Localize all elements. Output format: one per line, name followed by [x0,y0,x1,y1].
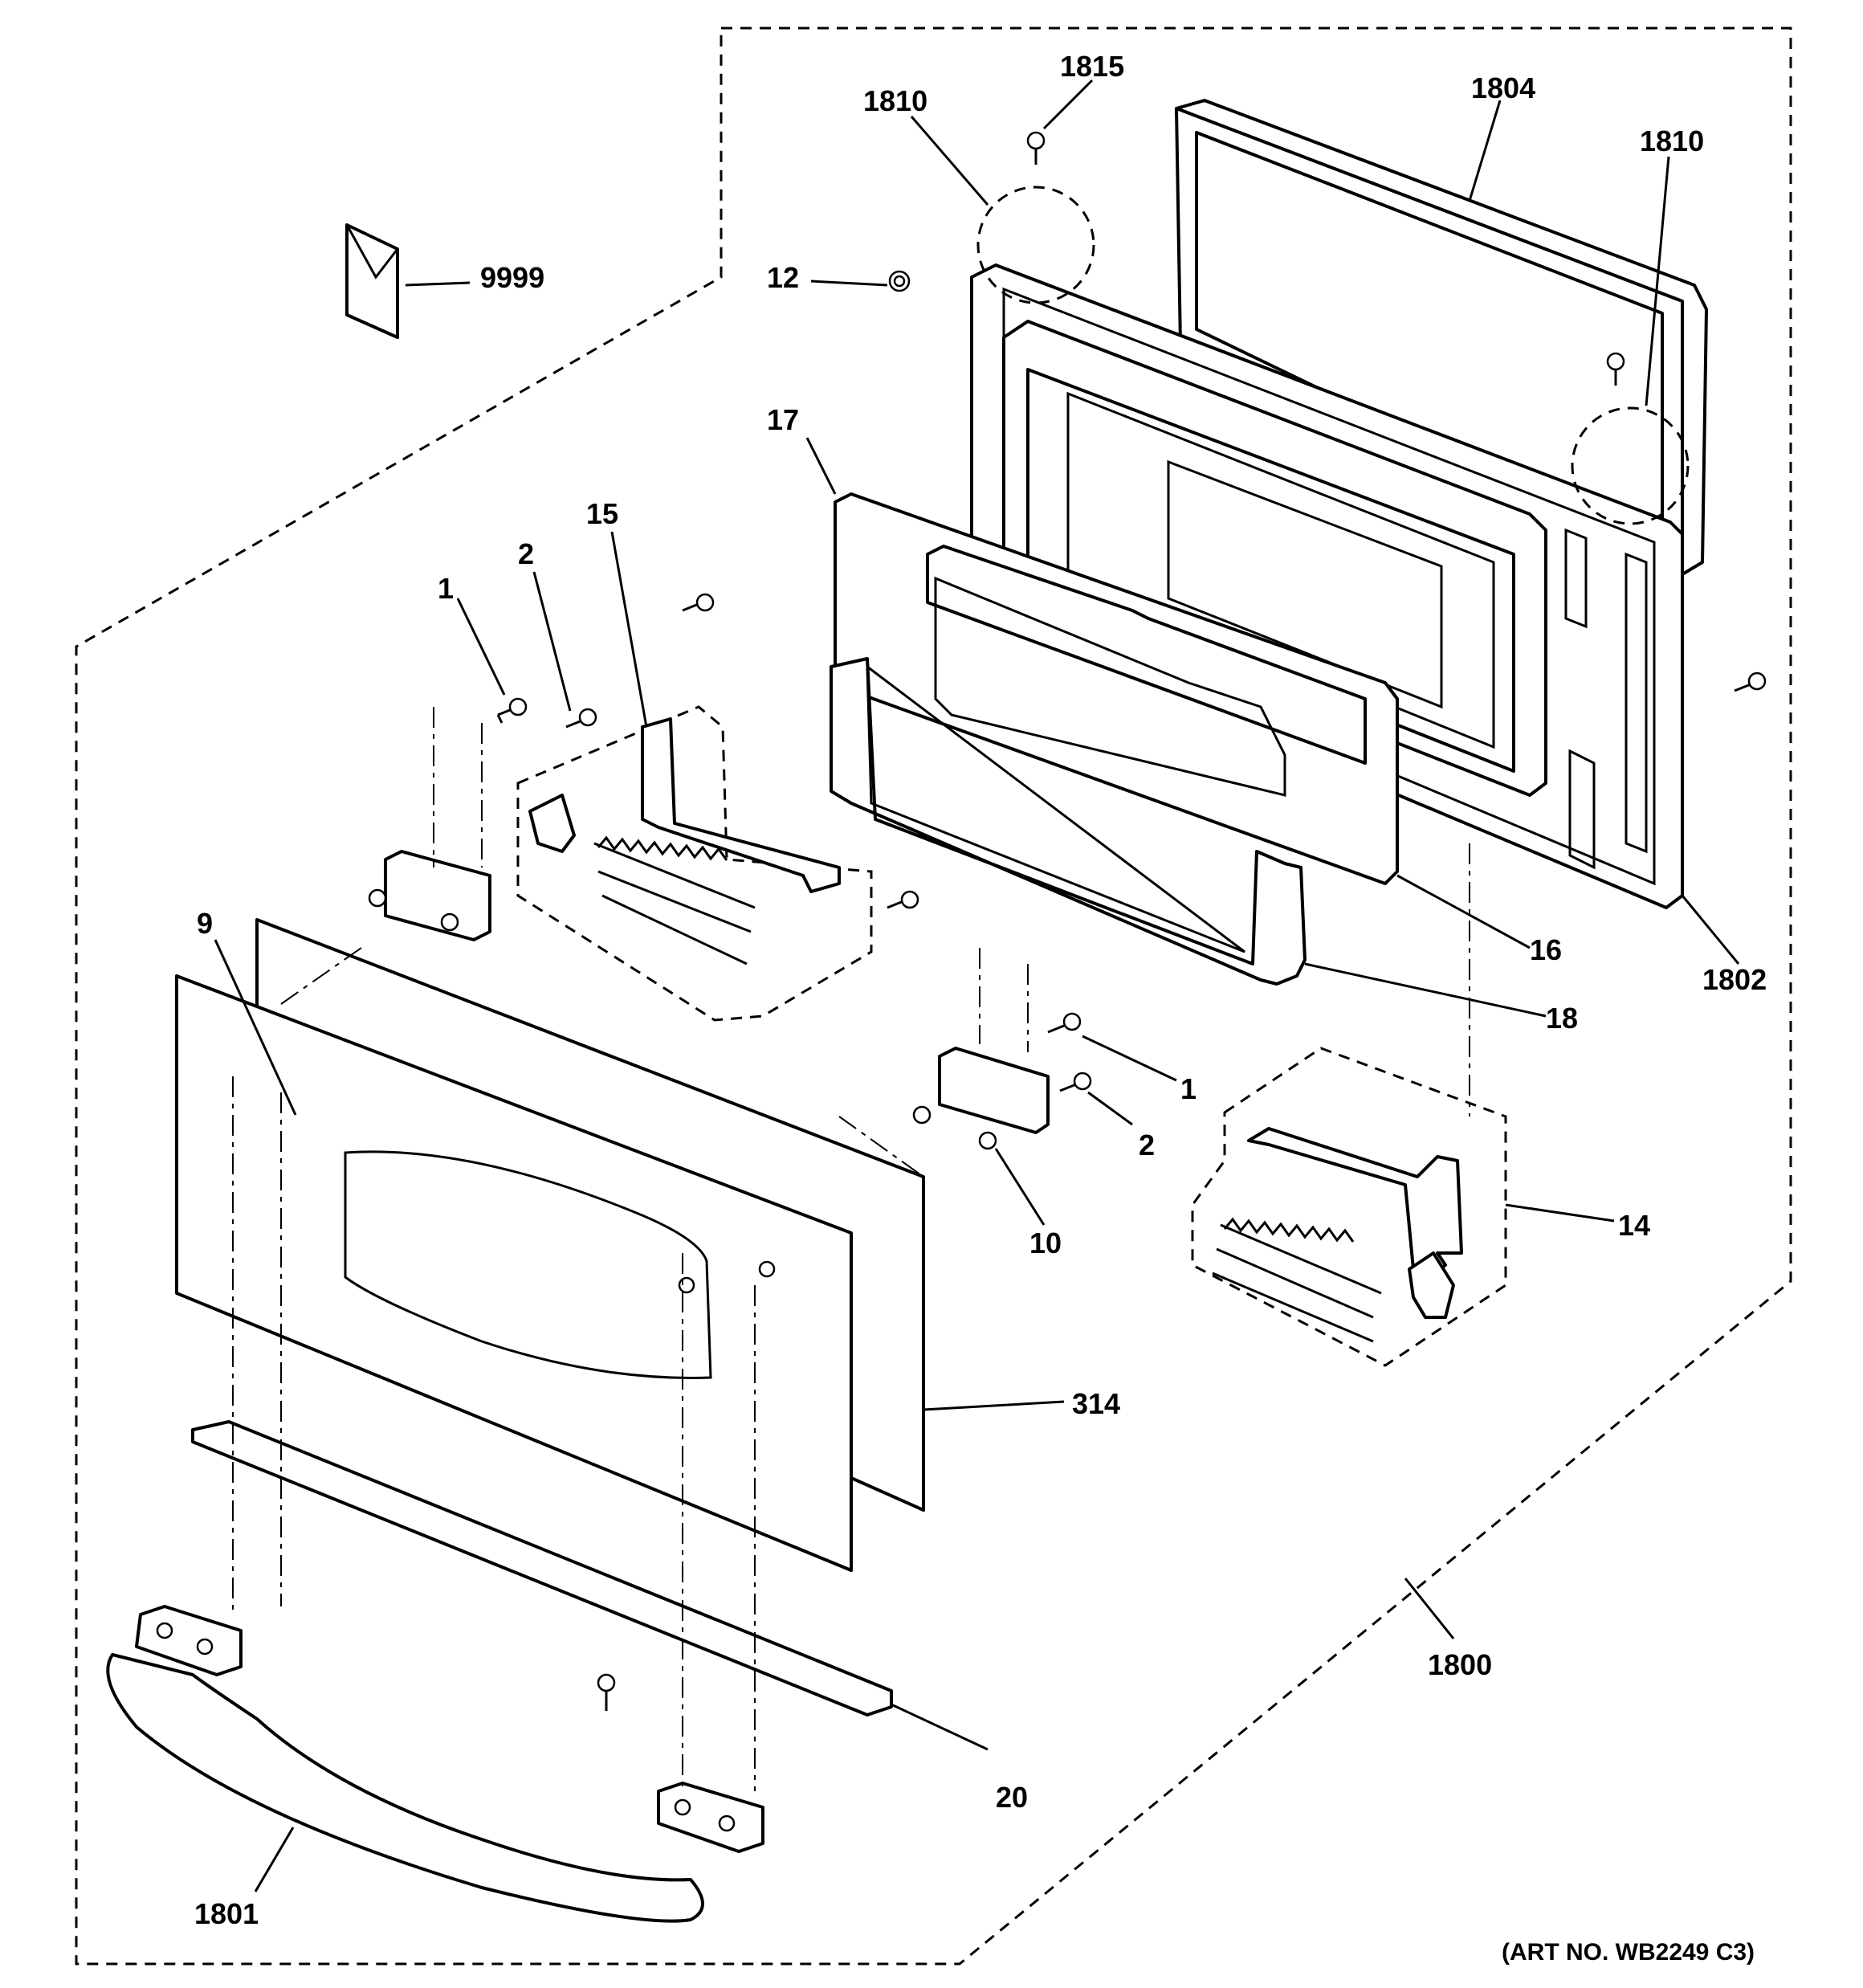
part-hinge-bracket-right [912,1047,1050,1150]
callout-1815: 1815 [1060,50,1124,83]
screws [496,131,1767,1711]
callout-18: 18 [1546,1002,1578,1035]
callout-1800: 1800 [1428,1648,1492,1681]
part-20-handle-support [191,1420,893,1717]
callout-1804: 1804 [1471,71,1535,104]
part-9999-envelope [345,223,399,339]
callout-1810-right: 1810 [1640,125,1704,157]
callout-12: 12 [767,261,799,294]
callout-10: 10 [1029,1227,1062,1259]
callout-17: 17 [767,403,799,436]
callout-9999: 9999 [480,261,544,294]
leader-lines [214,79,1740,1892]
callout-2-upper: 2 [518,537,534,570]
callout-314: 314 [1072,1387,1120,1420]
callout-14: 14 [1618,1209,1650,1242]
detail-1810-left [976,186,1095,304]
part-14-hinge-assembly [1191,1047,1507,1367]
part-15-hinge-assembly [516,705,873,1022]
detail-1810-right [1571,406,1690,525]
callout-1-lower: 1 [1180,1072,1196,1105]
callout-1810-left: 1810 [863,84,927,117]
callout-16: 16 [1530,933,1562,966]
callout-labels: 1815 1810 1804 1810 9999 12 17 15 2 1 9 … [194,50,1767,1930]
assembly-1800-boundary [75,27,1792,1966]
callout-1-upper: 1 [438,572,454,605]
callout-15: 15 [586,497,618,530]
callout-9: 9 [197,907,213,940]
callout-1802: 1802 [1702,963,1767,996]
part-hinge-bracket-left [368,850,491,941]
callout-2-lower: 2 [1139,1129,1155,1161]
alignment-lines [232,707,1470,1791]
art-number: (ART NO. WB2249 C3) [1502,1939,1755,1966]
callout-1801: 1801 [194,1897,259,1930]
part-17-window-pack [834,492,1399,885]
callout-20: 20 [996,1781,1028,1814]
part-18-panel [830,657,1307,986]
part-1801-handle [106,1605,764,1923]
